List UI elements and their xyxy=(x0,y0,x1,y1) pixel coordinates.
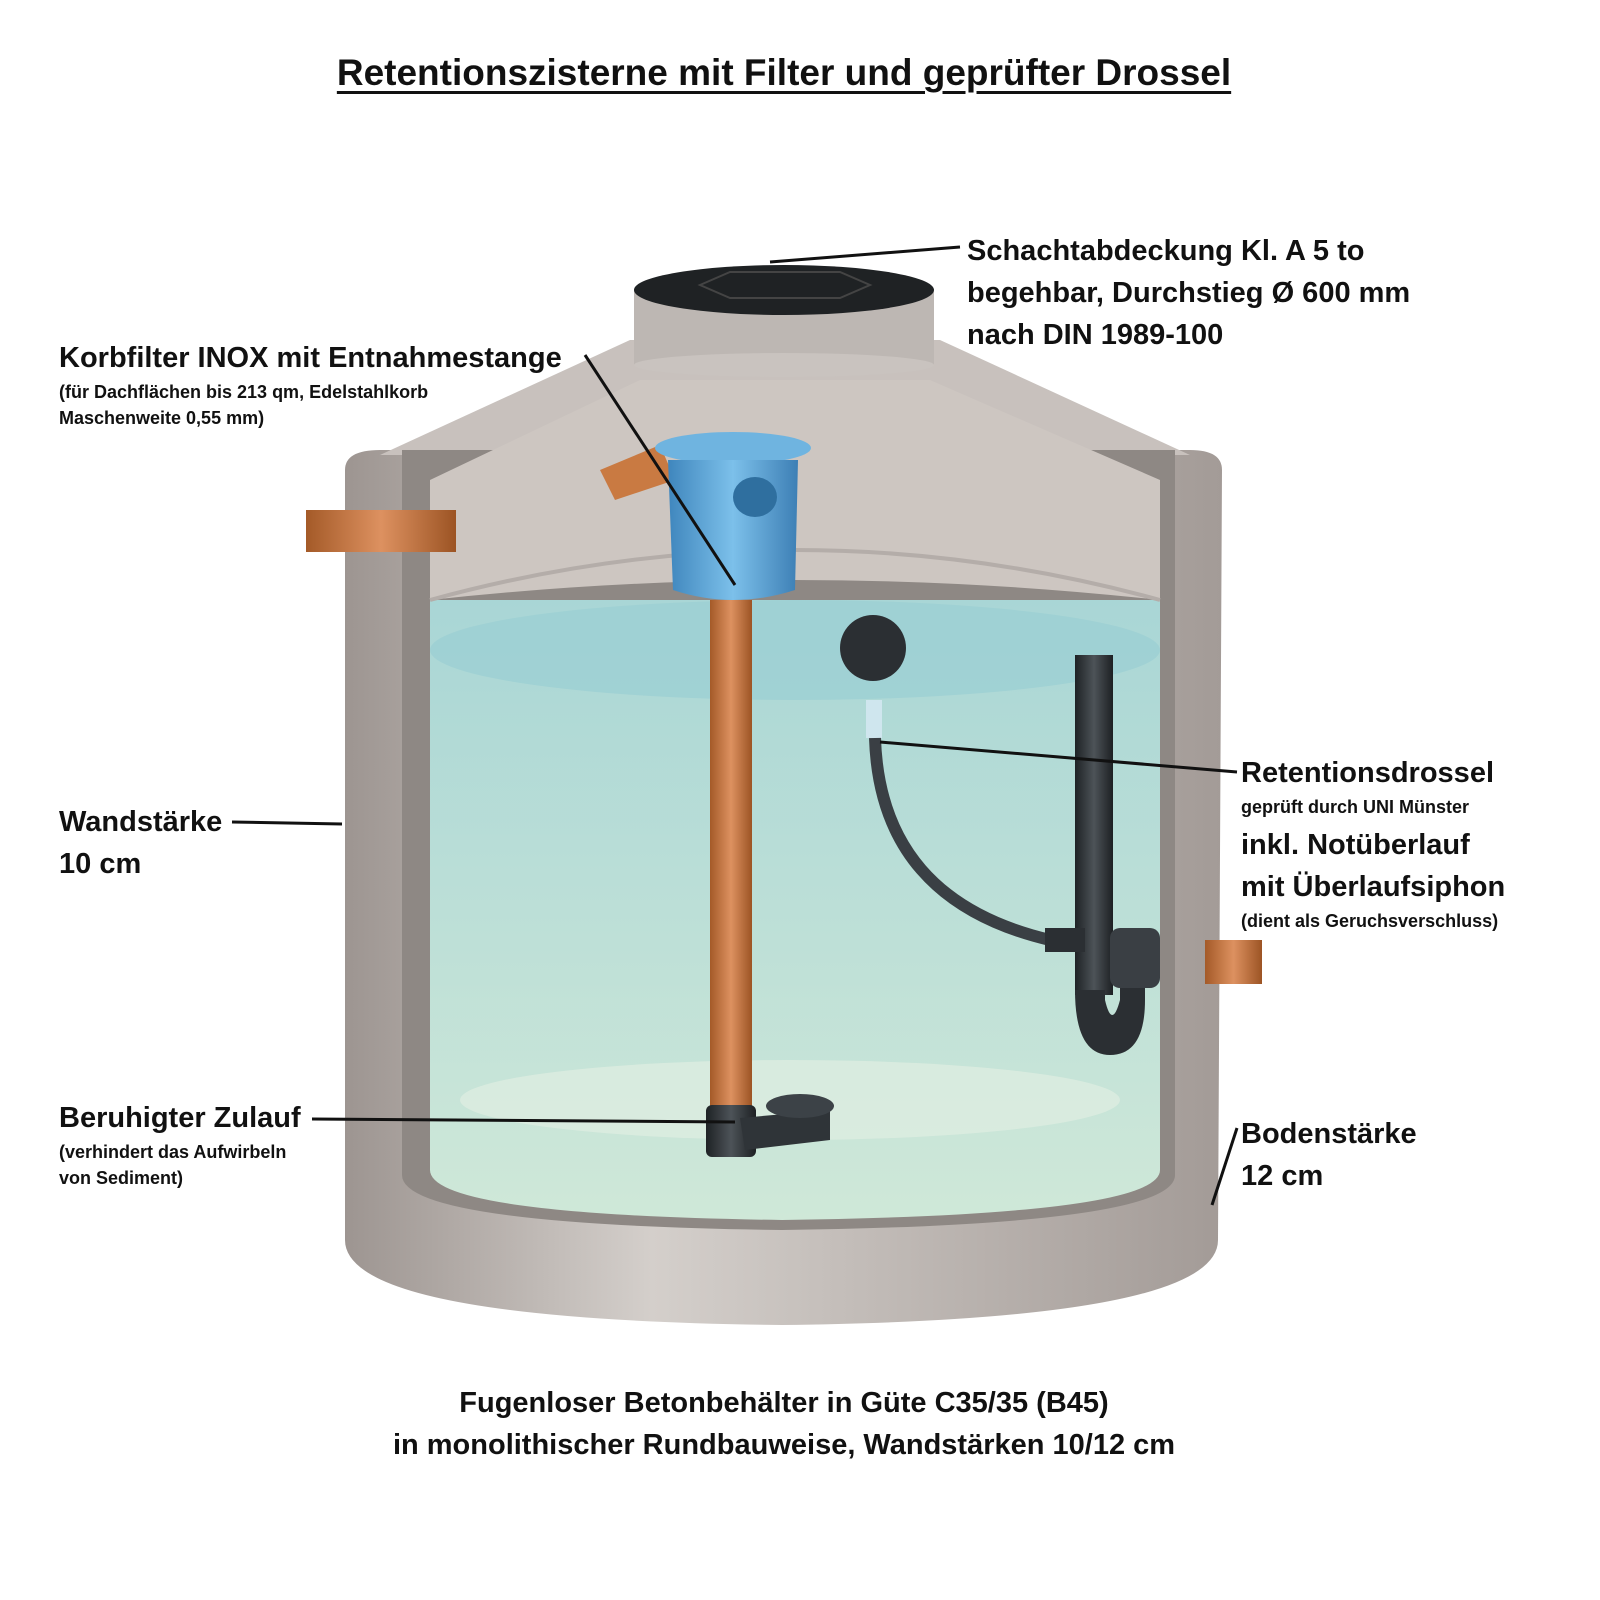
float-ball xyxy=(840,615,906,681)
throttle-label: Retentionsdrossel geprüft durch UNI Müns… xyxy=(1241,757,1506,931)
throttle-hose xyxy=(869,737,1052,946)
cover-label: Schachtabdeckung Kl. A 5 to begehbar, Du… xyxy=(967,235,1411,351)
inlet-pipe xyxy=(306,510,456,552)
filter-label: Korbfilter INOX mit Entnahmestange (für … xyxy=(59,342,562,428)
leader-lines xyxy=(231,245,1239,1206)
tank-body xyxy=(345,340,1222,1325)
overflow-siphon xyxy=(1045,655,1160,1055)
diagram-title: Retentionszisterne mit Filter und geprüf… xyxy=(336,52,1232,93)
calm-inlet xyxy=(706,1094,834,1157)
filter-inlet-pipe xyxy=(600,445,675,500)
inlet-label: Beruhigter Zulauf (verhindert das Aufwir… xyxy=(59,1102,301,1188)
floor-thickness-label: Bodenstärke 12 cm xyxy=(1241,1118,1417,1192)
manhole-cover xyxy=(634,265,934,377)
supply-pipe xyxy=(710,600,752,1110)
wall-thickness-label: Wandstärke 10 cm xyxy=(59,806,223,880)
throttle-valve xyxy=(866,700,882,738)
basket-filter xyxy=(655,432,811,600)
footer-caption: Fugenloser Betonbehälter in Güte C35/35 … xyxy=(392,1387,1176,1461)
outlet-pipe xyxy=(1205,940,1262,984)
